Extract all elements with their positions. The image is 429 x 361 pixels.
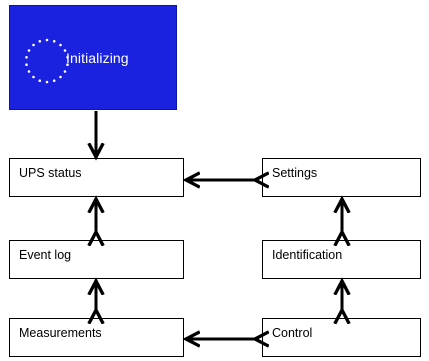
node-control: Control <box>262 318 421 357</box>
node-measurements: Measurements <box>9 318 184 357</box>
node-event-log: Event log <box>9 240 184 279</box>
initializing-screen: Initializing <box>9 5 177 110</box>
node-settings: Settings <box>262 158 421 197</box>
node-ups-status: UPS status <box>9 158 184 197</box>
node-identification: Identification <box>262 240 421 279</box>
initializing-label: Initializing <box>66 50 129 66</box>
loading-spinner-icon <box>25 38 69 84</box>
